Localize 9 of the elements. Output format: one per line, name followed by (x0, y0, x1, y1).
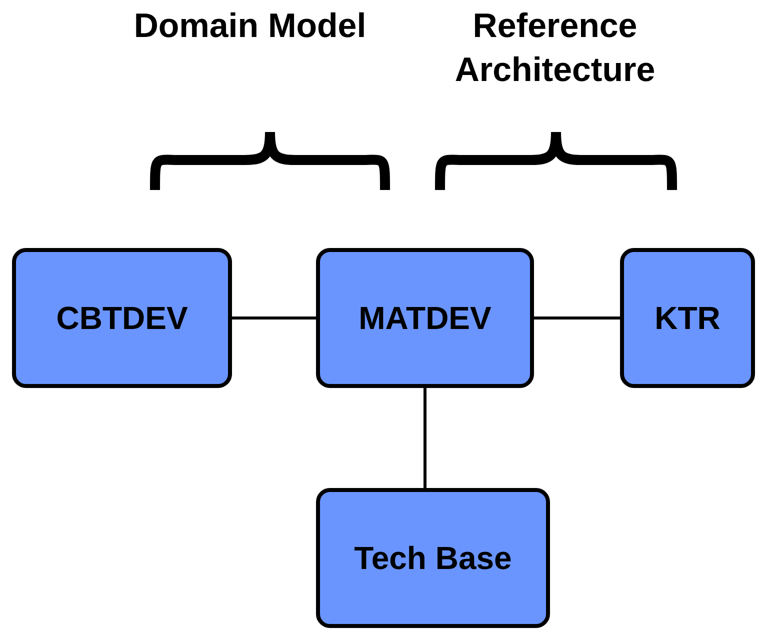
process-box: MATDEV (316, 248, 534, 388)
group-heading: Domain Model (132, 6, 368, 47)
connector-line (232, 316, 316, 320)
connector-line (424, 388, 426, 488)
group-heading: Reference Architecture (454, 6, 656, 91)
process-box: CBTDEV (12, 248, 232, 388)
process-box: Tech Base (316, 488, 550, 628)
process-box: KTR (620, 248, 755, 388)
connector-line (534, 316, 620, 320)
